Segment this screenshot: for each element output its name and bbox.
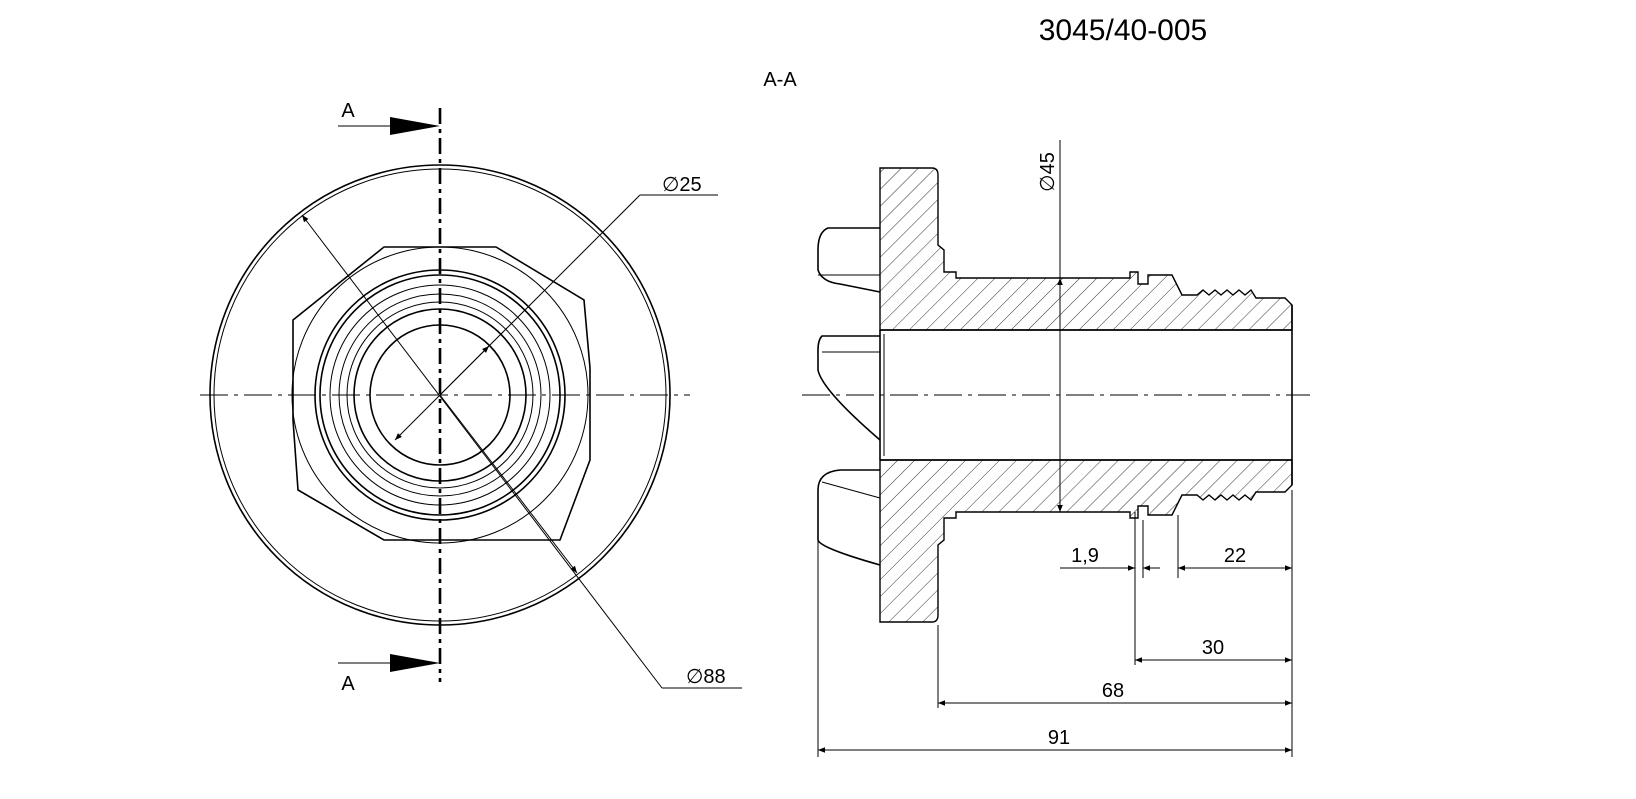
cut-arrow-bottom-head (390, 654, 440, 672)
claw-lower (817, 469, 881, 566)
front-view: A A ∅25 ∅88 (200, 100, 742, 695)
dim-1-9-label: 1,9 (1071, 545, 1099, 567)
section-title: A-A (763, 69, 797, 91)
part-number: 3045/40-005 (1039, 14, 1208, 47)
dim-22-label: 22 (1224, 545, 1246, 567)
dim-91-label: 91 (1048, 727, 1070, 749)
dim-30-label: 30 (1202, 637, 1224, 659)
dim-dia25-line (394, 194, 641, 441)
dim-dia25-label: ∅25 (662, 174, 702, 196)
section-view: ∅45 1,9 22 30 68 91 (802, 140, 1310, 757)
cut-arrow-top-head (390, 117, 440, 135)
claw-upper (817, 227, 881, 293)
dim-68-label: 68 (1102, 680, 1124, 702)
claw-lower-edge (821, 481, 881, 499)
dim-dia88-label: ∅88 (686, 666, 726, 688)
dim-dia88-arrow2 (439, 394, 578, 574)
dim-dia45-label: ∅45 (1037, 152, 1059, 192)
hex-outline (292, 246, 591, 541)
dim-dia88-line (301, 214, 663, 689)
thread-circle-3 (319, 274, 561, 516)
cut-label-bottom: A (341, 673, 355, 695)
dim-dia25-arrow2 (439, 345, 490, 396)
section-body-lower (879, 459, 1293, 623)
cut-label-top: A (341, 100, 355, 122)
section-body-upper (879, 167, 1293, 331)
claw-middle (817, 335, 881, 441)
